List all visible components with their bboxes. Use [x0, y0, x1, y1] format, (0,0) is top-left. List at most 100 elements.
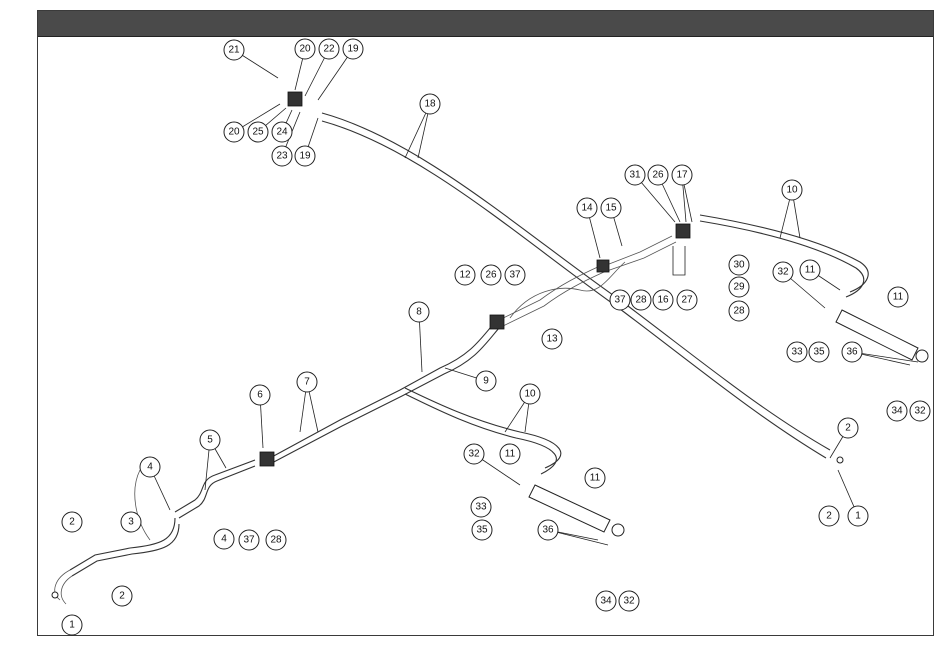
callout-15: 15	[601, 198, 621, 218]
callout-label: 27	[681, 295, 693, 306]
callout-32: 32	[619, 591, 639, 611]
callout-17: 17	[672, 165, 692, 185]
callout-label: 15	[605, 203, 617, 214]
callout-label: 30	[733, 260, 745, 271]
callout-label: 37	[243, 535, 255, 546]
callout-34: 34	[887, 401, 907, 421]
callout-label: 2	[826, 511, 832, 522]
callout-label: 10	[786, 185, 798, 196]
callout-1: 1	[848, 506, 868, 526]
callout-label: 19	[347, 44, 359, 55]
callout-2: 2	[62, 512, 82, 532]
callout-label: 33	[791, 347, 803, 358]
callout-18: 18	[420, 94, 440, 114]
callout-group: 2120221920252423191831261714153029282716…	[62, 39, 930, 635]
callout-label: 5	[207, 435, 213, 446]
callout-label: 33	[475, 502, 487, 513]
block-14	[597, 260, 609, 272]
block-22	[288, 92, 302, 106]
callout-label: 20	[228, 127, 240, 138]
callout-label: 25	[252, 127, 264, 138]
callout-label: 12	[459, 270, 471, 281]
callout-label: 2	[119, 591, 125, 602]
callout-label: 36	[846, 347, 858, 358]
callout-label: 26	[485, 270, 497, 281]
callout-label: 28	[635, 295, 647, 306]
callout-label: 1	[855, 511, 861, 522]
callout-label: 32	[777, 267, 789, 278]
callout-23: 23	[272, 146, 292, 166]
callout-label: 17	[676, 170, 688, 181]
callout-19: 19	[295, 146, 315, 166]
callout-label: 11	[805, 265, 816, 276]
callout-10: 10	[520, 384, 540, 404]
callout-label: 34	[891, 406, 903, 417]
callout-label: 4	[147, 462, 153, 473]
callout-20: 20	[295, 39, 315, 59]
callout-label: 3	[128, 517, 134, 528]
callout-2: 2	[838, 418, 858, 438]
callout-label: 34	[600, 596, 612, 607]
callout-label: 20	[299, 44, 311, 55]
callout-22: 22	[319, 39, 339, 59]
callout-label: 32	[914, 406, 926, 417]
callout-14: 14	[577, 198, 597, 218]
callout-8: 8	[409, 302, 429, 322]
callout-label: 23	[276, 151, 288, 162]
callout-31: 31	[625, 165, 645, 185]
callout-label: 13	[546, 334, 558, 345]
callout-label: 28	[270, 535, 282, 546]
callout-30: 30	[729, 255, 749, 275]
callout-label: 1	[69, 620, 75, 631]
callout-2: 2	[819, 506, 839, 526]
callout-label: 11	[505, 449, 516, 460]
callout-33: 33	[471, 497, 491, 517]
callout-label: 29	[733, 282, 745, 293]
callout-28: 28	[631, 290, 651, 310]
block-6	[260, 452, 274, 466]
callout-label: 2	[69, 517, 75, 528]
callout-37: 37	[505, 265, 525, 285]
callout-32: 32	[773, 262, 793, 282]
callout-label: 35	[476, 525, 488, 536]
block-17	[676, 224, 690, 238]
callout-35: 35	[472, 520, 492, 540]
callout-label: 11	[893, 292, 904, 303]
callout-3: 3	[121, 512, 141, 532]
bracket-27	[673, 246, 685, 275]
hose-10-upper	[700, 215, 868, 297]
callout-25: 25	[248, 122, 268, 142]
callout-label: 9	[483, 376, 489, 387]
callout-label: 35	[813, 347, 825, 358]
callout-label: 7	[304, 377, 310, 388]
callout-7: 7	[297, 372, 317, 392]
callout-label: 32	[468, 449, 480, 460]
callout-28: 28	[266, 530, 286, 550]
callout-37: 37	[239, 530, 259, 550]
callout-26: 26	[481, 265, 501, 285]
callout-27: 27	[677, 290, 697, 310]
fitting-left	[52, 592, 58, 598]
callout-12: 12	[455, 265, 475, 285]
callout-11: 11	[500, 444, 520, 464]
callout-16: 16	[653, 290, 673, 310]
callout-4: 4	[140, 457, 160, 477]
callout-label: 22	[323, 44, 335, 55]
callout-label: 6	[257, 390, 263, 401]
callout-label: 21	[228, 45, 240, 56]
callout-label: 31	[629, 170, 641, 181]
callout-36: 36	[538, 520, 558, 540]
callout-24: 24	[272, 122, 292, 142]
callout-32: 32	[910, 401, 930, 421]
callout-34: 34	[596, 591, 616, 611]
callout-6: 6	[250, 385, 270, 405]
callout-32: 32	[464, 444, 484, 464]
callout-label: 10	[524, 389, 536, 400]
callout-5: 5	[200, 430, 220, 450]
callout-11: 11	[888, 287, 908, 307]
callout-label: 19	[299, 151, 311, 162]
callout-21: 21	[224, 40, 244, 60]
callout-label: 2	[845, 423, 851, 434]
callout-20: 20	[224, 122, 244, 142]
